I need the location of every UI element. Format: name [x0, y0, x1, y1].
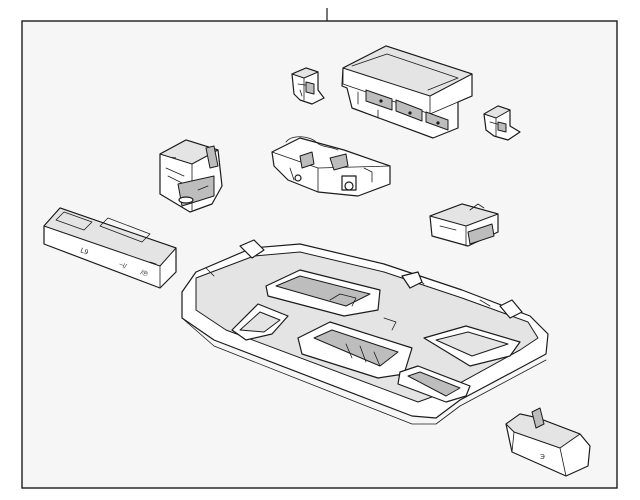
svg-text:⊣/: ⊣/	[117, 261, 127, 270]
svg-text:L9: L9	[79, 247, 89, 256]
sunroof-switch-module	[341, 45, 473, 139]
svg-text:¬: ¬	[172, 155, 176, 162]
connector-module-right	[429, 203, 499, 247]
switch-assembly-left: ¬	[159, 139, 223, 213]
svg-text:℈: ℈	[540, 453, 545, 460]
svg-text:/℗: /℗	[139, 269, 149, 278]
trim-cover-right: ℈	[505, 407, 591, 477]
overhead-console-housing	[181, 239, 549, 425]
control-panel-left: L9 ⊣/ /℗	[43, 207, 177, 289]
retainer-clip-right	[483, 105, 521, 141]
retainer-clip-left	[291, 67, 325, 105]
lamp-wiring-assembly	[271, 136, 391, 197]
